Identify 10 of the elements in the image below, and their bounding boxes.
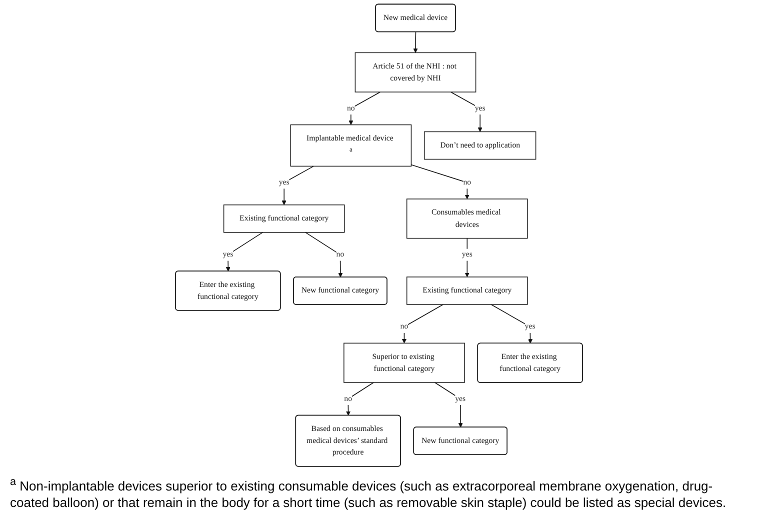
arrow: [490, 304, 533, 344]
arrow: [305, 232, 343, 278]
arrow: [413, 32, 418, 53]
arrow: [410, 164, 470, 200]
footnote: $^{a}$ Non-implantable devices superior to existing consumable devices (such as extracorporeal membrane oxygenation, drug-coated balloon) or that remain in the body for a short time (such as removable skin staple) could be listed as special devices.: [9, 474, 728, 512]
arrow: [282, 166, 314, 206]
arrow: [434, 382, 463, 428]
arrow: [226, 232, 264, 272]
arrow: [348, 92, 381, 125]
arrow: [402, 304, 444, 344]
